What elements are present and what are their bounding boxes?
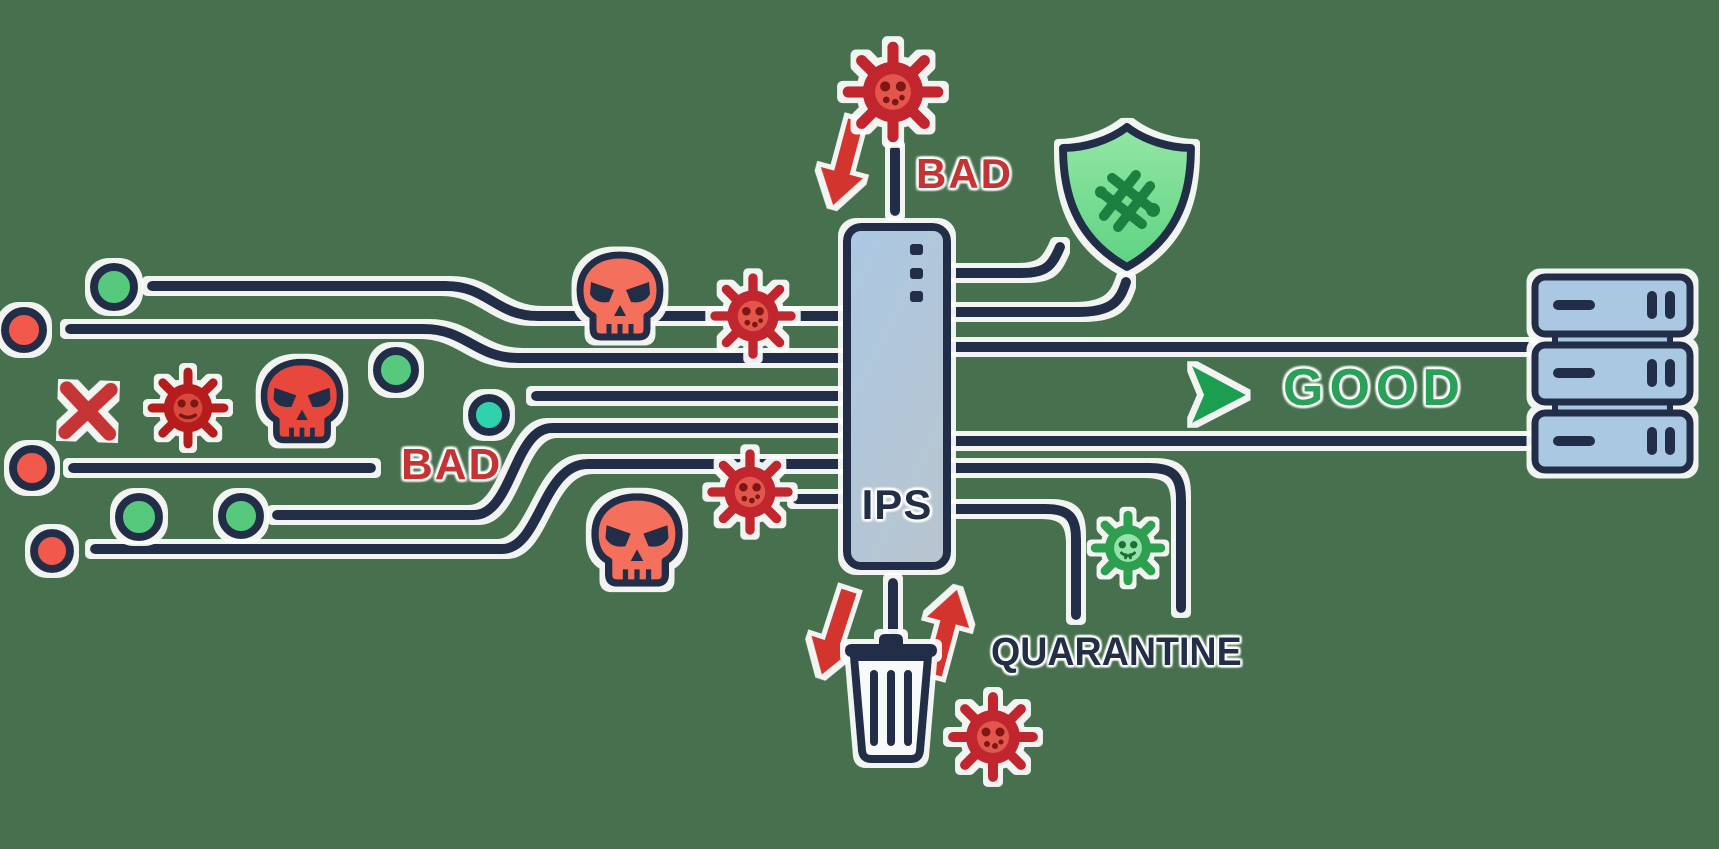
virus-green-icon [1090,510,1166,586]
virus-icon [842,41,944,143]
skull-icon [576,251,664,341]
green-arrow-icon [981,366,1246,423]
red-arrow-down-icon [820,118,864,206]
virus-icon [707,449,793,535]
status-led [910,268,923,279]
no-malware-icon [1094,169,1161,233]
quarantine-label: QUARANTINE [991,630,1242,674]
shield-check-icon [1059,123,1195,271]
good-label: GOOD [1283,359,1466,417]
status-led [910,291,923,302]
traffic-dots [1,263,510,573]
ips-device-label: IPS [861,481,933,528]
teal-dot-icon [468,394,510,436]
bad-label-top: BAD [916,150,1013,197]
virus-icon [710,273,796,359]
green-dot-icon [218,493,264,539]
green-dot-icon [115,493,163,541]
skull-icon [591,493,683,587]
red-arrow-up-icon [926,589,970,677]
virus-icon [948,692,1038,782]
skull-icon [260,358,344,444]
green-dot-icon [90,263,138,311]
status-led [910,244,923,255]
bad-label-left: BAD [401,440,503,489]
trash-icon [845,634,937,763]
server-stack-icon [1531,273,1694,474]
x-mark-icon [58,381,118,441]
red-dot-icon [30,529,74,573]
green-dot-icon [373,347,419,393]
red-dot-icon [9,445,55,491]
ips-firewall-box [843,223,951,570]
red-dot-icon [1,307,47,353]
red-arrow-down-icon [811,588,857,675]
virus-icon [147,367,229,449]
network-wires [65,145,1533,635]
